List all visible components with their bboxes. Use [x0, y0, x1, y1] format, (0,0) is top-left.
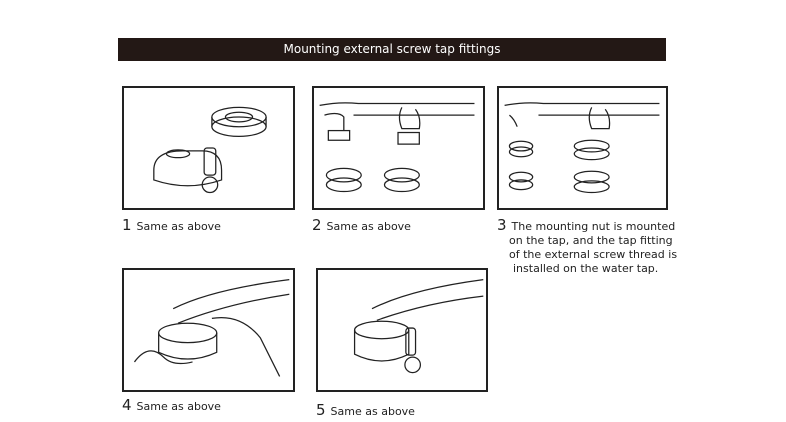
page-title: Mounting external screw tap fittings — [118, 38, 666, 61]
step-5-illustration — [316, 268, 488, 392]
step-1-illustration — [122, 86, 295, 210]
step-4-illustration — [122, 268, 295, 392]
step-2-illustration — [312, 86, 485, 210]
step-3-illustration — [497, 86, 668, 210]
